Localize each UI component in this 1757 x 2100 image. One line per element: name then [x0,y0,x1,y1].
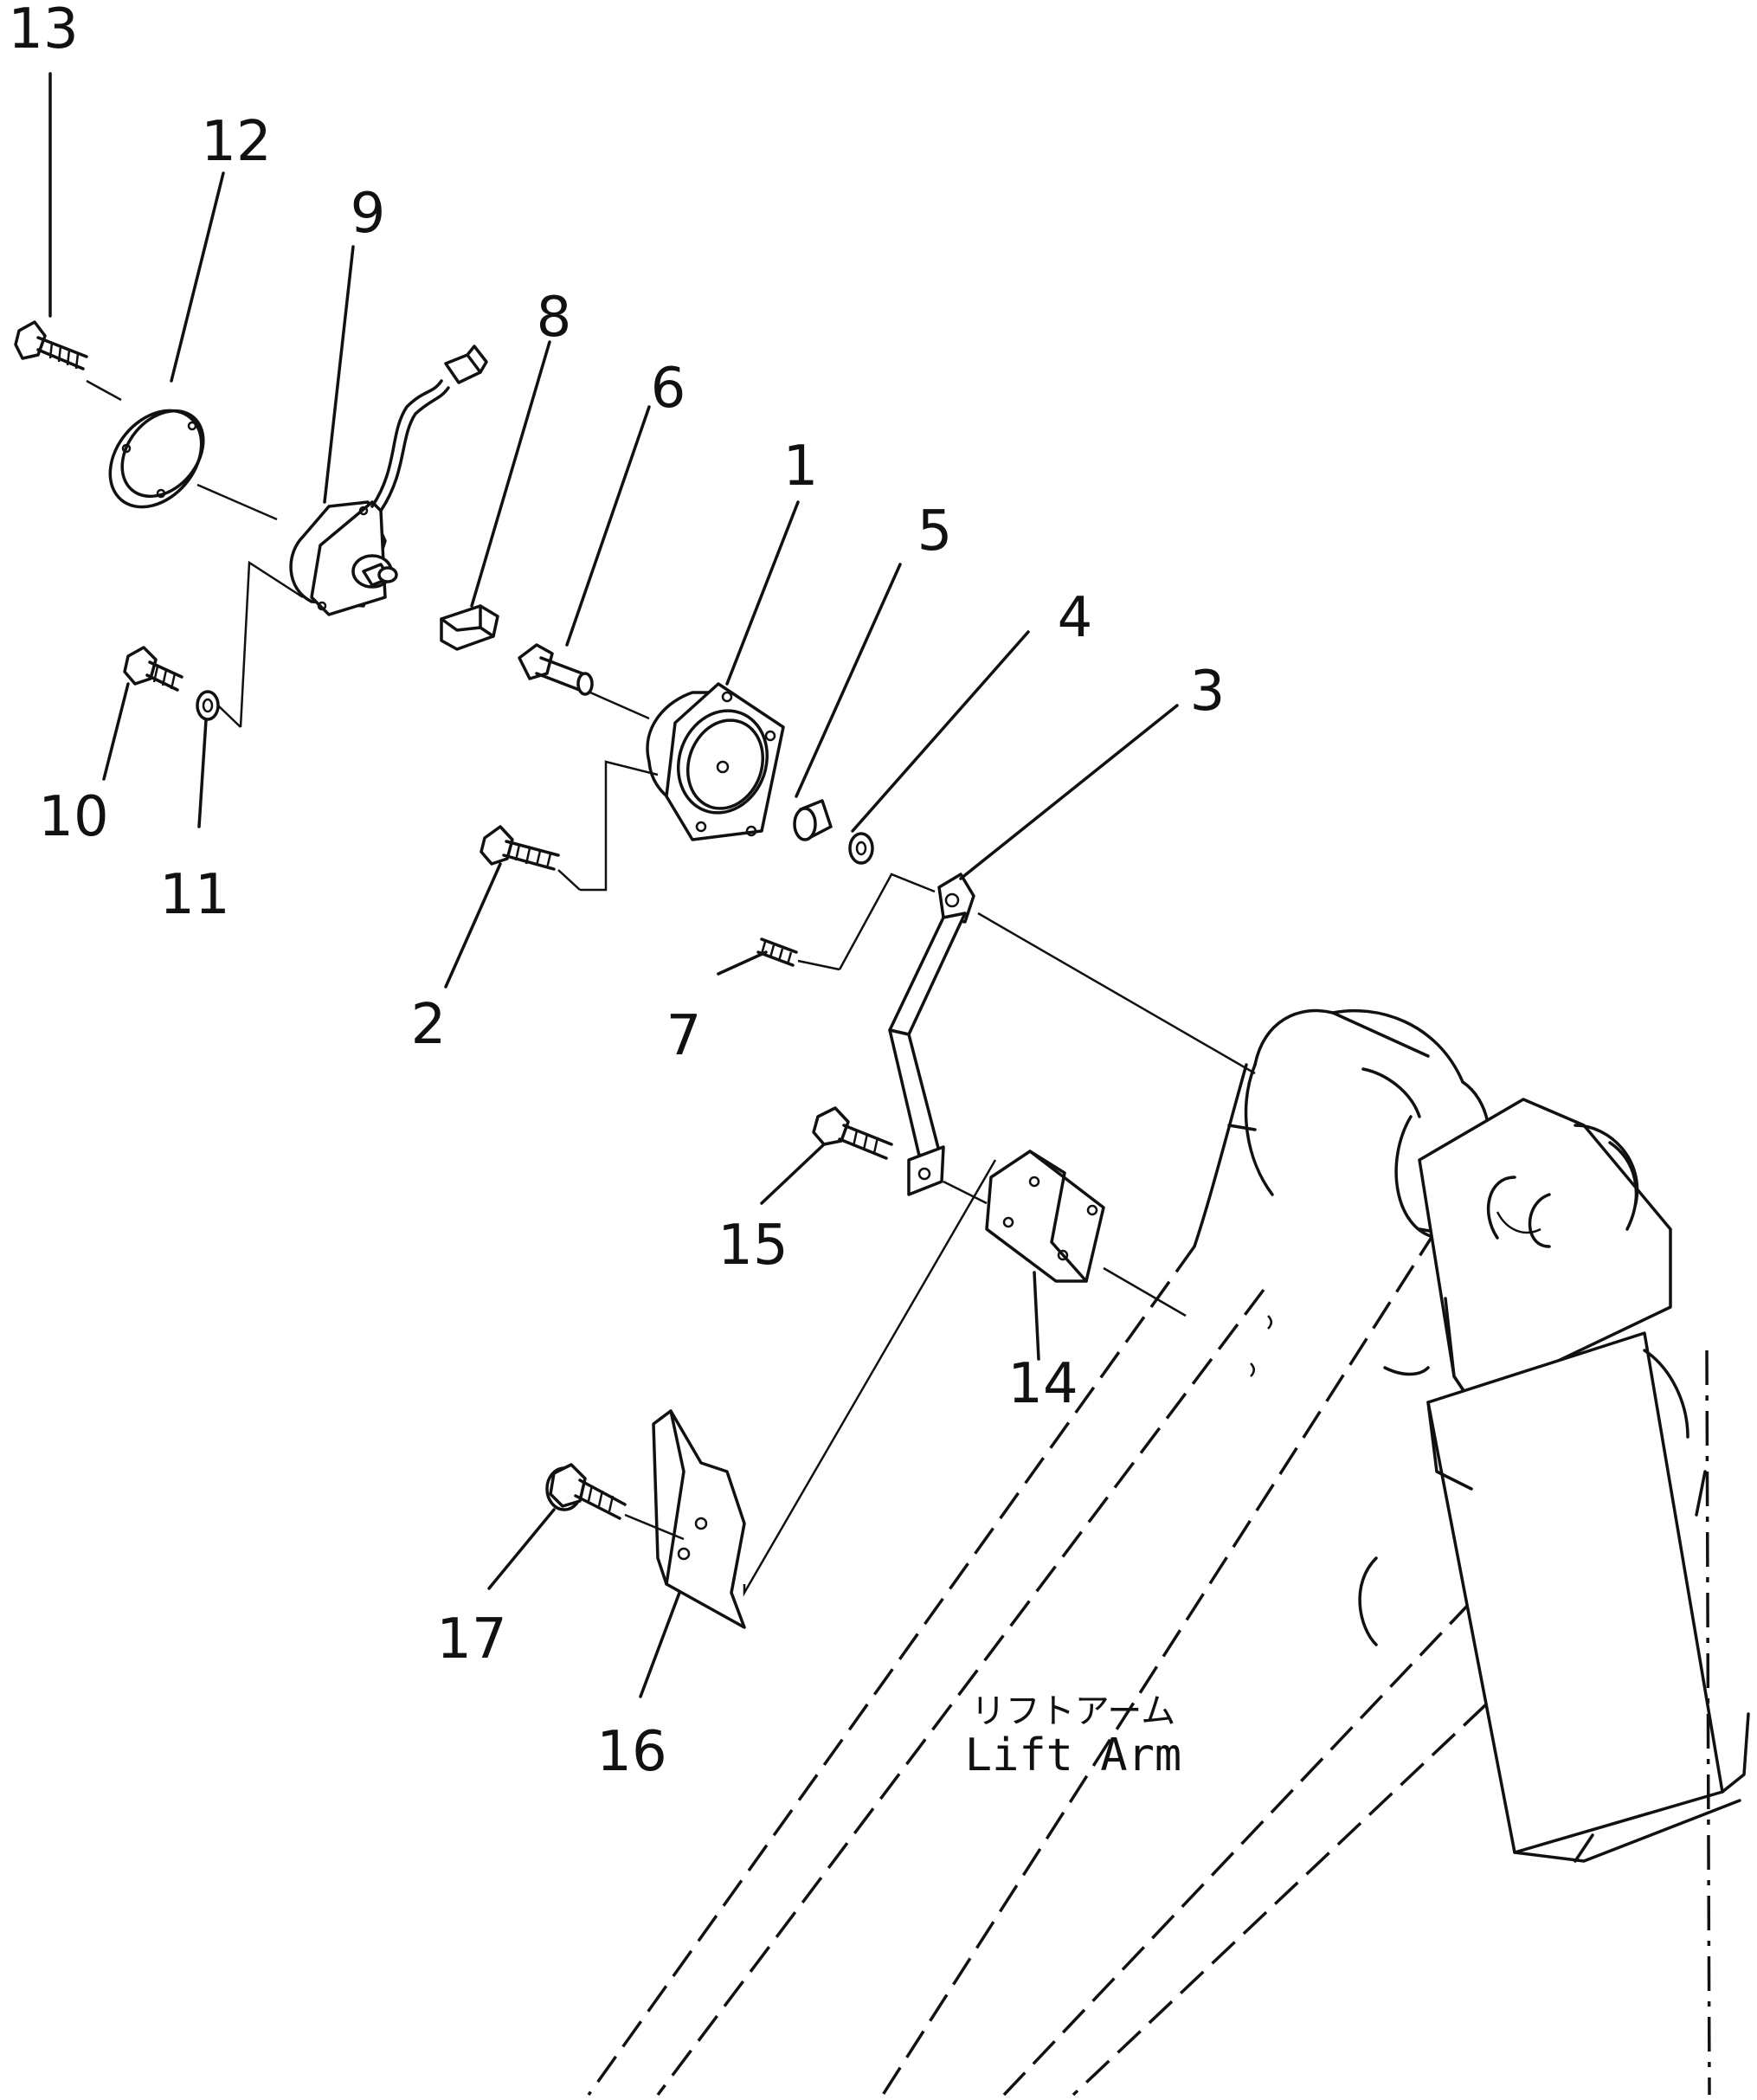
sensor-9 [289,345,488,616]
bolt-17 [545,1463,627,1520]
callout-8: 8 [537,286,572,350]
bolt-2 [479,825,560,871]
washer-11 [196,690,220,721]
callout-3: 3 [1190,660,1226,724]
bolt-10 [123,646,183,692]
pin-6 [518,643,594,696]
lift-arm-caption: リフトアーム Lift Arm [965,1691,1181,1781]
callout-9: 9 [351,182,386,246]
callout-6: 6 [651,357,686,421]
callout-11: 11 [159,863,229,927]
key-8 [440,604,499,651]
callout-1: 1 [783,435,819,499]
callout-14: 14 [1007,1352,1078,1416]
callout-labels: 13 12 9 8 6 1 5 4 3 10 11 2 7 15 14 17 1… [8,0,1225,1784]
bolt-13 [14,320,88,370]
callout-15: 15 [718,1214,788,1278]
lift-arm-label-japanese: リフトアーム [971,1691,1175,1731]
lift-arm [587,1008,1750,2097]
bolt-15 [812,1106,893,1160]
callout-17: 17 [436,1607,506,1672]
lever-3 [888,873,975,1196]
callout-13: 13 [8,0,78,61]
clamp-14 [985,1150,1105,1283]
callout-16: 16 [596,1720,666,1784]
callout-2: 2 [411,993,447,1057]
spacer-5 [793,799,833,841]
callout-10: 10 [38,785,108,849]
callout-4: 4 [1058,586,1093,650]
cover-plate-12 [108,409,205,509]
callout-7: 7 [666,1004,702,1068]
bracket-16 [652,1409,746,1629]
leader-lines [48,72,1256,1698]
housing-1 [646,682,785,841]
callout-12: 12 [201,110,271,174]
washer-4 [848,832,874,865]
callout-5: 5 [917,499,953,564]
lift-arm-label-english: Lift Arm [965,1730,1181,1781]
